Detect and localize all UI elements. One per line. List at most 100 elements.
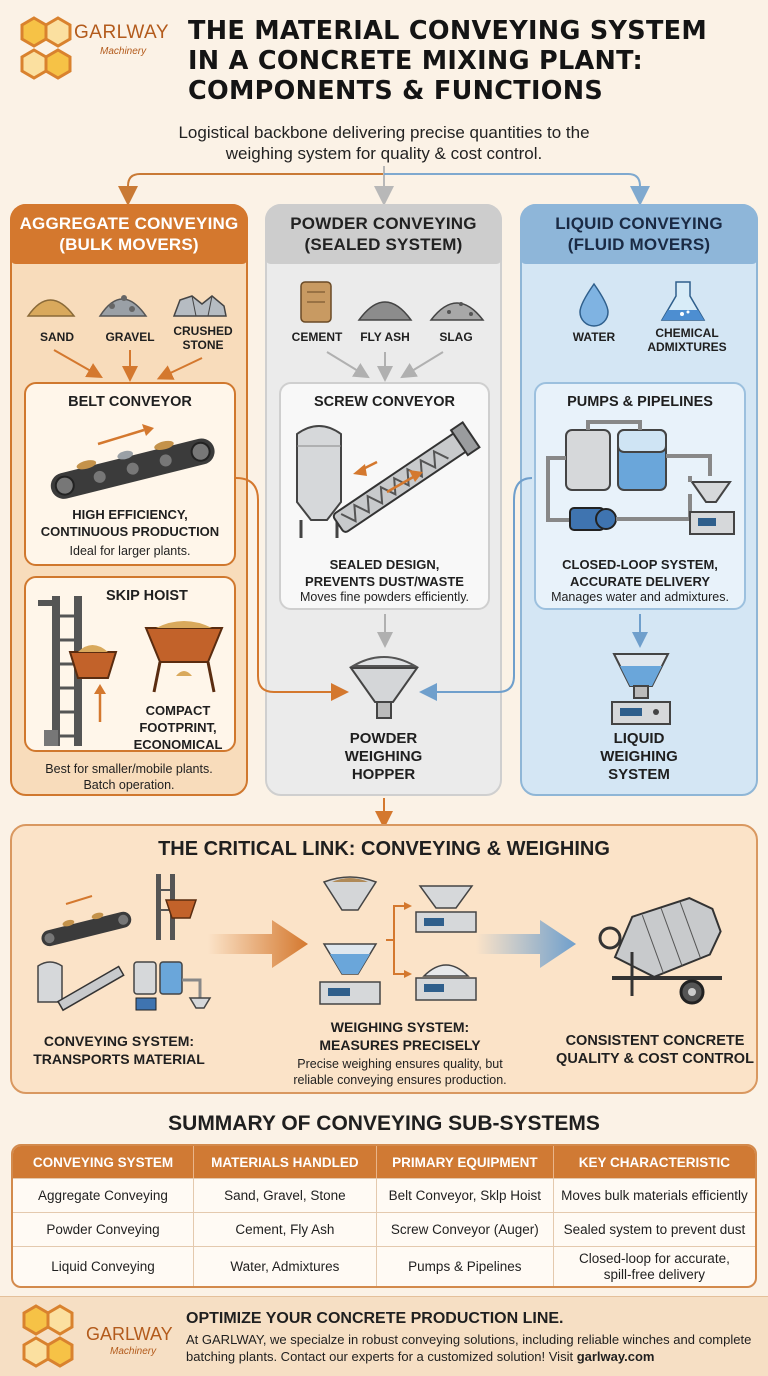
pumps-pipelines-note: Manages water and admixtures. <box>551 590 729 604</box>
footer-link[interactable]: garlway.com <box>576 1349 655 1364</box>
table-cell: Closed-loop for accurate, spill-free del… <box>553 1246 755 1286</box>
table-cell: Screw Conveyor (Auger) <box>376 1212 554 1246</box>
gravel-icon <box>98 295 148 317</box>
cement-bag-icon <box>300 281 332 323</box>
feed-arrows <box>235 477 533 829</box>
liquid-column: Liquid Conveying (Fluid Movers) Water Ch… <box>520 204 758 796</box>
material-slag: Slag <box>439 330 473 344</box>
footer-band <box>0 1296 768 1376</box>
material-crushed-stone: Crushed Stone <box>173 324 233 352</box>
table-cell: Liquid Conveying <box>13 1246 194 1286</box>
logo-subtitle: Machinery <box>100 46 147 57</box>
powder-down-arrow <box>377 614 393 648</box>
fly-ash-icon <box>357 301 413 321</box>
orange-flow-arrow <box>208 920 308 968</box>
material-cement: Cement <box>291 330 343 344</box>
material-chemical-admixtures: Chemical Admixtures <box>647 326 727 354</box>
skip-hoist-note-2: Batch operation. <box>83 778 175 792</box>
powder-input-arrows <box>326 351 444 382</box>
table-cell: Powder Conveying <box>13 1212 194 1246</box>
critical-link-panel: The Critical Link: Conveying & Weighing … <box>10 824 758 1094</box>
hexagon-logo-icon <box>22 1304 74 1368</box>
powder-header: Powder Conveying (Sealed System) <box>265 204 502 264</box>
table-cell: Pumps & Pipelines <box>376 1246 554 1286</box>
pumps-pipelines-title: Pumps & Pipelines <box>567 394 713 410</box>
footer-body: At GARLWAY, we specialze in robust conve… <box>186 1332 752 1364</box>
footer-logo-sub: Machinery <box>110 1346 157 1357</box>
blue-flow-arrow <box>476 920 576 968</box>
table-cell: Water, Admixtures <box>193 1246 377 1286</box>
table-cell: Moves bulk materials efficiently <box>553 1178 755 1212</box>
water-drop-icon <box>579 282 609 327</box>
pumps-pipelines-icon <box>546 420 735 535</box>
skip-bucket-icon <box>144 621 224 693</box>
conveying-system-icons <box>37 874 212 1012</box>
critical-link-title: The Critical Link: Conveying & Weighing <box>158 838 610 860</box>
liquid-materials-icons <box>579 281 706 327</box>
page-subtitle: Logistical backbone delivering precise q… <box>178 123 590 163</box>
critical-link-note: Precise weighing ensures quality, but re… <box>293 1057 507 1087</box>
pumps-pipelines-benefit: Closed-Loop System, Accurate Delivery <box>562 557 718 589</box>
garlway-logo <box>12 14 172 82</box>
belt-conveyor-card: Belt Conveyor High Efficiency, Continuou… <box>24 382 236 566</box>
material-gravel: Gravel <box>105 330 155 344</box>
col-header: Conveying System <box>13 1146 194 1178</box>
summary-table: Conveying System Materials Handled Prima… <box>11 1144 757 1288</box>
crushed-stone-icon <box>172 295 227 317</box>
powder-hopper-icon <box>349 656 419 719</box>
logo-name: GARLWAY <box>74 22 169 43</box>
weighing-system-icons <box>319 876 477 1005</box>
col-header: Primary Equipment <box>376 1146 554 1178</box>
table-row: Aggregate Conveying Sand, Gravel, Stone … <box>13 1178 755 1212</box>
table-row: Liquid Conveying Water, Admixtures Pumps… <box>13 1246 755 1286</box>
skip-hoist-card: Skip Hoist Compact Footprint, Econ <box>24 576 236 752</box>
table-cell: Cement, Fly Ash <box>193 1212 377 1246</box>
material-sand: Sand <box>39 330 74 344</box>
footer-logo: GARLWAY Machinery <box>14 1302 174 1370</box>
summary-title: Summary of Conveying Sub-Systems <box>168 1112 600 1135</box>
belt-conveyor-note: Ideal for larger plants. <box>69 544 191 558</box>
screw-conveyor-note: Moves fine powders efficiently. <box>299 590 470 604</box>
aggregate-input-arrows <box>53 349 203 382</box>
aggregate-column: Aggregate Conveying (Bulk Movers) Sand G… <box>10 204 248 796</box>
screw-conveyor-icon <box>296 421 481 538</box>
conveying-system-label: Conveying System: Transports Material <box>33 1033 205 1067</box>
aggregate-materials-icons <box>26 295 227 317</box>
powder-hopper-label: Powder Weighing Hopper <box>344 730 423 783</box>
belt-conveyor-title: Belt Conveyor <box>68 394 192 410</box>
liquid-weighing-label: Liquid Weighing System <box>600 730 678 783</box>
distribution-arrows <box>0 166 650 206</box>
skip-hoist-note-1: Best for smaller/mobile plants. <box>45 762 213 776</box>
skip-hoist-title: Skip Hoist <box>106 588 188 604</box>
table-cell: Belt Conveyor, Sklp Hoist <box>376 1178 554 1212</box>
powder-column: Powder Conveying (Sealed System) Cement … <box>265 204 502 796</box>
flask-icon <box>660 281 706 321</box>
page-title: The Material Conveying System in a Concr… <box>188 16 708 106</box>
result-label: Consistent Concrete Quality & Cost Contr… <box>556 1033 754 1067</box>
weighing-system-label: Weighing System: Measures Precisely <box>319 1019 481 1053</box>
table-cell: Sealed system to prevent dust <box>553 1212 755 1246</box>
footer-heading: Optimize Your Concrete Production Line. <box>186 1310 564 1327</box>
hexagon-logo-icon <box>20 16 72 80</box>
material-water: Water <box>572 330 616 344</box>
screw-conveyor-benefit: Sealed Design, Prevents Dust/Waste <box>305 557 464 589</box>
liquid-header: Liquid Conveying (Fluid Movers) <box>520 204 758 264</box>
slag-icon <box>429 302 485 321</box>
belt-conveyor-icon <box>50 424 215 499</box>
aggregate-header: Aggregate Conveying (Bulk Movers) <box>10 204 248 264</box>
col-header: Key Characteristic <box>553 1146 755 1178</box>
footer-logo-name: GARLWAY <box>86 1324 173 1344</box>
concrete-mixer-icon <box>598 897 722 1005</box>
table-cell: Aggregate Conveying <box>13 1178 194 1212</box>
col-header: Materials Handled <box>193 1146 377 1178</box>
material-fly-ash: Fly Ash <box>360 330 410 344</box>
skip-hoist-benefit: Compact Footprint, Economical <box>133 703 223 752</box>
pumps-pipelines-card: Pumps & Pipelines Closed-Loop System, Ac… <box>534 382 746 610</box>
table-row: Powder Conveying Cement, Fly Ash Screw C… <box>13 1212 755 1246</box>
powder-materials-icons <box>300 281 485 323</box>
table-cell: Sand, Gravel, Stone <box>193 1178 377 1212</box>
skip-hoist-tower-icon <box>38 596 118 746</box>
liquid-down-arrow <box>632 614 648 648</box>
screw-conveyor-card: Screw Conveyor Sealed Design, Prevents D… <box>279 382 490 610</box>
sand-icon <box>26 299 76 317</box>
